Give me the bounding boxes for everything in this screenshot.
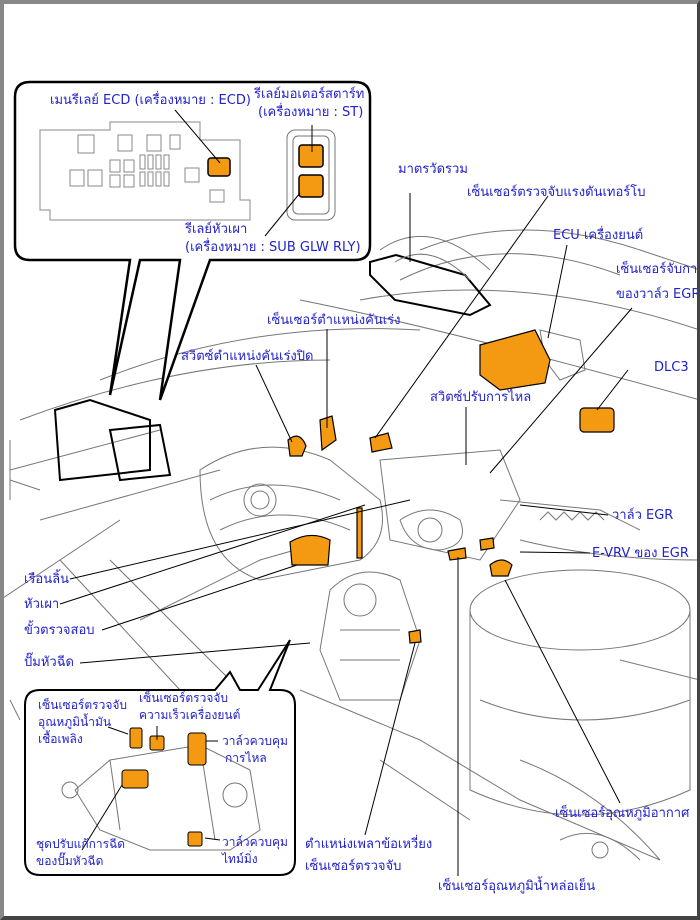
label-crank-sensor: เซ็นเซอร์ตรวจจับ	[305, 859, 402, 874]
engine-components	[287, 329, 615, 644]
label-glow-relay: รีเลย์หัวเผา	[185, 222, 248, 237]
label-check-terminal: ขั้วตรวจสอบ	[24, 623, 95, 638]
label-glow-relay-mark: (เครื่องหมาย : SUB GLW RLY)	[185, 240, 361, 255]
label-dlc3: DLC3	[654, 360, 689, 375]
engine-sketch	[0, 229, 700, 861]
label-timing-control-valve: วาล์วควบคุม	[222, 835, 288, 849]
starter-relay-part	[298, 144, 324, 168]
label-egr-sensor-line2: ของวาล์ว EGR	[616, 287, 700, 302]
label-combination-meter: มาตรวัดรวม	[398, 162, 468, 177]
label-coolant-temp-sensor: เซ็นเซอร์อุณหภูมิน้ำหล่อเย็น	[438, 879, 596, 894]
label-injection-pump: ปั๊มหัวฉีด	[24, 655, 74, 670]
label-fuel-temp-sensor: เซ็นเซอร์ตรวจจับ	[38, 698, 128, 712]
label-engine-speed-sensor: เซ็นเซอร์ตรวจจับ	[139, 691, 229, 705]
label-throttle-body: เรือนลิ้น	[24, 572, 69, 587]
ecd-relay-part	[207, 157, 231, 177]
label-spill-control-valve-line2: การไหล	[225, 751, 267, 765]
label-timing-adjuster-line2: ของปั๊มหัวฉีด	[36, 854, 104, 868]
label-fuel-temp-sensor-line2: อุณหภูมิน้ำมัน	[38, 715, 112, 729]
label-egr-evrv: E-VRV ของ EGR	[592, 546, 689, 561]
label-turbo-pressure-sensor: เซ็นเซอร์ตรวจจับแรงดันเทอร์โบ	[467, 185, 646, 200]
label-timing-adjuster: ชุดปรับแก้การฉีด	[36, 837, 126, 851]
label-accel-position-sensor: เซ็นเซอร์ตำแหน่งคันเร่ง	[267, 313, 401, 328]
label-engine-speed-sensor-line2: ความเร็วเครื่องยนต์	[139, 708, 241, 722]
label-ecd-main-relay: เมนรีเลย์ ECD (เครื่องหมาย : ECD)	[50, 93, 251, 108]
label-fuel-temp-sensor-line3: เชื้อเพลิง	[38, 732, 83, 746]
label-idle-switch: สวิตซ์ตำแหน่งคันเร่งปิด	[181, 349, 314, 364]
label-starter-relay: รีเลย์มอเตอร์สตาร์ท	[254, 87, 365, 102]
leader-lines	[59, 193, 633, 876]
label-engine-ecu: ECU เครื่องยนต์	[553, 228, 644, 243]
label-crank-position: ตำแหน่งเพลาข้อเหวี่ยง	[305, 837, 433, 852]
glow-relay-part	[298, 174, 324, 198]
label-intake-air-temp-sensor: เซ็นเซอร์อุณหภูมิอากาศ	[555, 806, 690, 821]
pump-callout-box	[24, 639, 296, 876]
label-flow-adjust-switch: สวิตซ์ปรับการไหล	[430, 390, 532, 405]
label-timing-control-valve-line2: ไทม์มิ่ง	[222, 852, 258, 866]
label-starter-relay-mark: (เครื่องหมาย : ST)	[258, 105, 364, 120]
label-spill-control-valve: วาล์วควบคุม	[222, 734, 288, 748]
label-glow-plug: หัวเผา	[24, 597, 60, 612]
relay-callout-box	[13, 80, 372, 401]
label-egr-valve: วาล์ว EGR	[612, 508, 674, 523]
label-egr-sensor: เซ็นเซอร์จับกา	[616, 262, 698, 277]
